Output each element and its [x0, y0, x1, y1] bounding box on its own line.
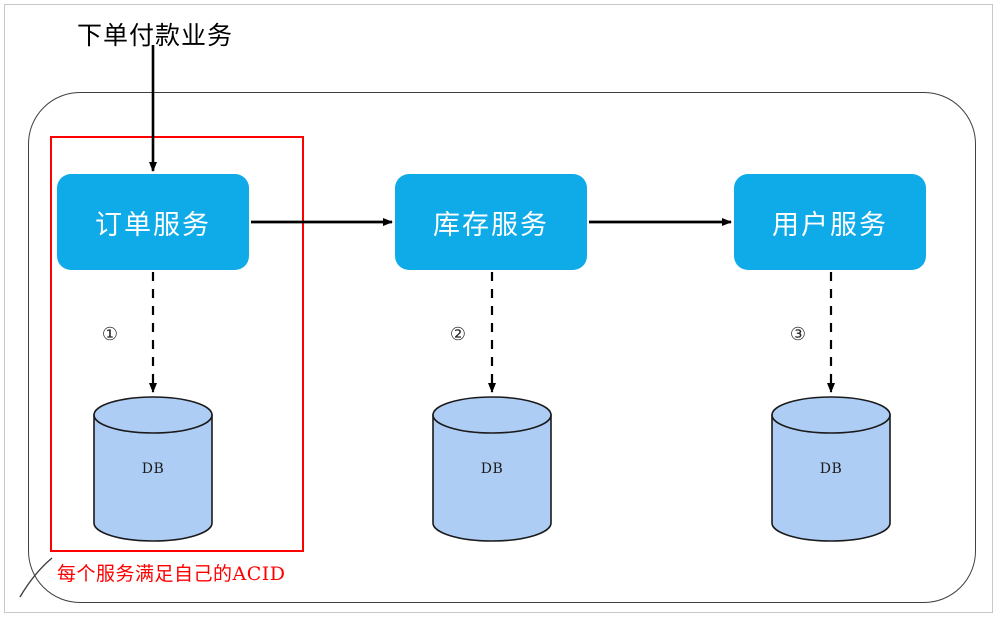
database-cylinder-order[interactable]: DB [92, 395, 214, 543]
database-cylinder-user[interactable]: DB [770, 395, 892, 543]
cylinder-shape [432, 396, 552, 542]
cylinder-shape [771, 396, 891, 542]
database-label: DB [141, 461, 165, 477]
cylinder-shape [93, 396, 213, 542]
diagram-title: 下单付款业务 [77, 21, 234, 50]
database-label: DB [480, 461, 504, 477]
service-box-inventory[interactable]: 库存服务 [395, 174, 587, 270]
service-box-order[interactable]: 订单服务 [57, 174, 249, 270]
service-box-user[interactable]: 用户服务 [734, 174, 926, 270]
step-number-3: ③ [789, 324, 807, 345]
database-label: DB [819, 461, 843, 477]
acid-boundary-box [50, 136, 304, 552]
system-container-boundary [28, 92, 976, 603]
step-number-1: ① [101, 324, 119, 345]
step-number-2: ② [449, 324, 467, 345]
acid-note-label: 每个服务满足自己的ACID [57, 563, 286, 585]
database-cylinder-inventory[interactable]: DB [431, 395, 553, 543]
